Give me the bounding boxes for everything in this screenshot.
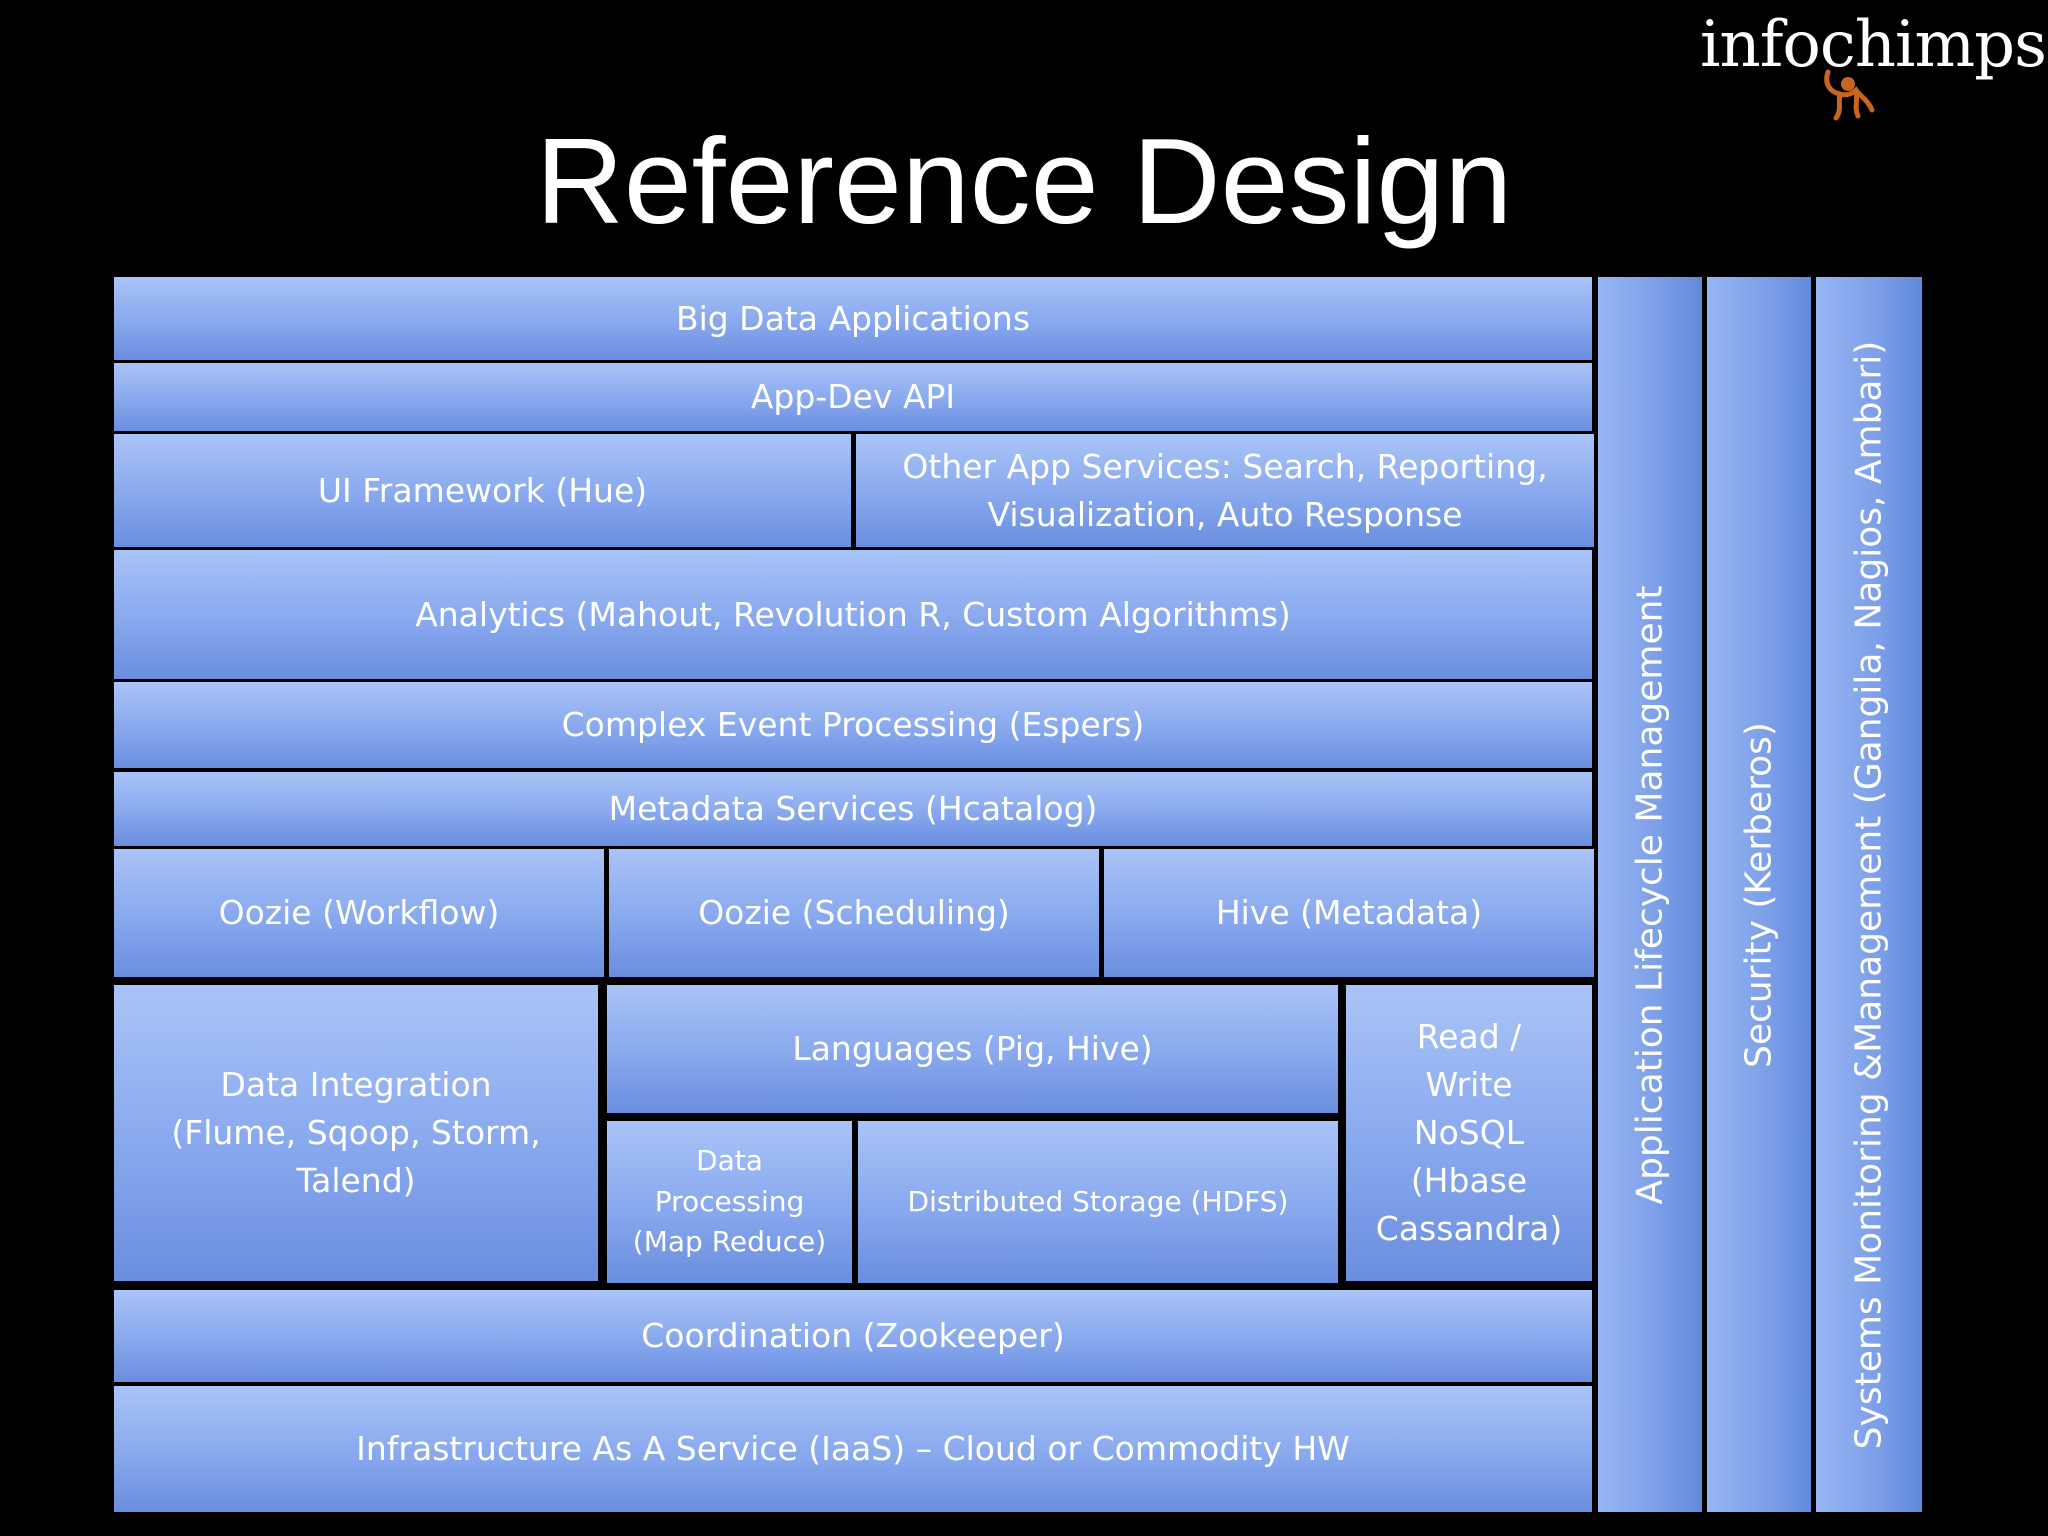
distributed-storage-block: Distributed Storage (HDFS) <box>858 1121 1338 1283</box>
other-app-services-line2: Visualization, Auto Response <box>987 494 1463 534</box>
systems-monitoring-block: Systems Monitoring &Management (Gangila,… <box>1816 277 1922 1512</box>
languages-label: Languages (Pig, Hive) <box>792 1029 1153 1069</box>
complex-event-processing-label: Complex Event Processing (Espers) <box>561 705 1145 745</box>
data-processing-line3: (Map Reduce) <box>632 1225 827 1259</box>
analytics-block: Analytics (Mahout, Revolution R, Custom … <box>114 550 1592 679</box>
data-processing-line2: Processing <box>654 1184 805 1218</box>
iaas-block: Infrastructure As A Service (IaaS) – Clo… <box>114 1386 1592 1512</box>
app-dev-api-label: App-Dev API <box>750 377 956 417</box>
security-label: Security (Kerberos) <box>1738 721 1780 1068</box>
data-integration-block: Data Integration (Flume, Sqoop, Storm, T… <box>114 985 598 1281</box>
distributed-storage-label: Distributed Storage (HDFS) <box>907 1184 1289 1218</box>
read-write-nosql-line5: Cassandra) <box>1375 1208 1563 1248</box>
hive-metadata-label: Hive (Metadata) <box>1215 893 1483 933</box>
infochimps-logo: infochimps <box>1700 8 2047 121</box>
systems-monitoring-label: Systems Monitoring &Management (Gangila,… <box>1848 340 1890 1449</box>
oozie-scheduling-label: Oozie (Scheduling) <box>698 893 1010 933</box>
lifecycle-management-label: Application Lifecycle Management <box>1629 584 1671 1205</box>
metadata-services-block: Metadata Services (Hcatalog) <box>114 772 1592 846</box>
data-processing-line1: Data <box>696 1144 763 1178</box>
read-write-nosql-line1: Read / <box>1416 1017 1522 1057</box>
security-block: Security (Kerberos) <box>1707 277 1811 1512</box>
chimp-icon <box>1824 69 1875 121</box>
big-data-applications-block: Big Data Applications <box>114 277 1592 360</box>
read-write-nosql-line3: NoSQL <box>1413 1113 1525 1153</box>
app-dev-api-block: App-Dev API <box>114 363 1592 431</box>
hive-metadata-block: Hive (Metadata) <box>1104 849 1594 977</box>
iaas-label: Infrastructure As A Service (IaaS) – Clo… <box>356 1429 1350 1469</box>
slide-title: Reference Design <box>535 113 1513 249</box>
oozie-scheduling-block: Oozie (Scheduling) <box>609 849 1099 977</box>
read-write-nosql-line2: Write <box>1425 1065 1513 1105</box>
lifecycle-management-block: Application Lifecycle Management <box>1598 277 1702 1512</box>
metadata-services-label: Metadata Services (Hcatalog) <box>608 789 1098 829</box>
ui-framework-block: UI Framework (Hue) <box>114 434 851 547</box>
read-write-nosql-line4: (Hbase <box>1410 1160 1528 1200</box>
complex-event-processing-block: Complex Event Processing (Espers) <box>114 682 1592 768</box>
data-integration-line1: Data Integration <box>220 1065 492 1105</box>
data-integration-line3: Talend) <box>296 1160 416 1200</box>
read-write-nosql-block: Read / Write NoSQL (Hbase Cassandra) <box>1346 985 1592 1281</box>
coordination-block: Coordination (Zookeeper) <box>114 1290 1592 1382</box>
languages-block: Languages (Pig, Hive) <box>607 985 1338 1113</box>
oozie-workflow-block: Oozie (Workflow) <box>114 849 604 977</box>
other-app-services-line1: Other App Services: Search, Reporting, <box>902 446 1548 486</box>
analytics-label: Analytics (Mahout, Revolution R, Custom … <box>415 594 1291 634</box>
ui-framework-label: UI Framework (Hue) <box>317 470 648 510</box>
oozie-workflow-label: Oozie (Workflow) <box>218 893 500 933</box>
big-data-applications-label: Big Data Applications <box>675 298 1031 338</box>
data-processing-block: Data Processing (Map Reduce) <box>607 1121 852 1283</box>
logo-text: infochimps <box>1700 8 2047 82</box>
coordination-label: Coordination (Zookeeper) <box>641 1316 1065 1356</box>
other-app-services-block: Other App Services: Search, Reporting, V… <box>856 434 1594 547</box>
data-integration-line2: (Flume, Sqoop, Storm, <box>171 1113 541 1153</box>
